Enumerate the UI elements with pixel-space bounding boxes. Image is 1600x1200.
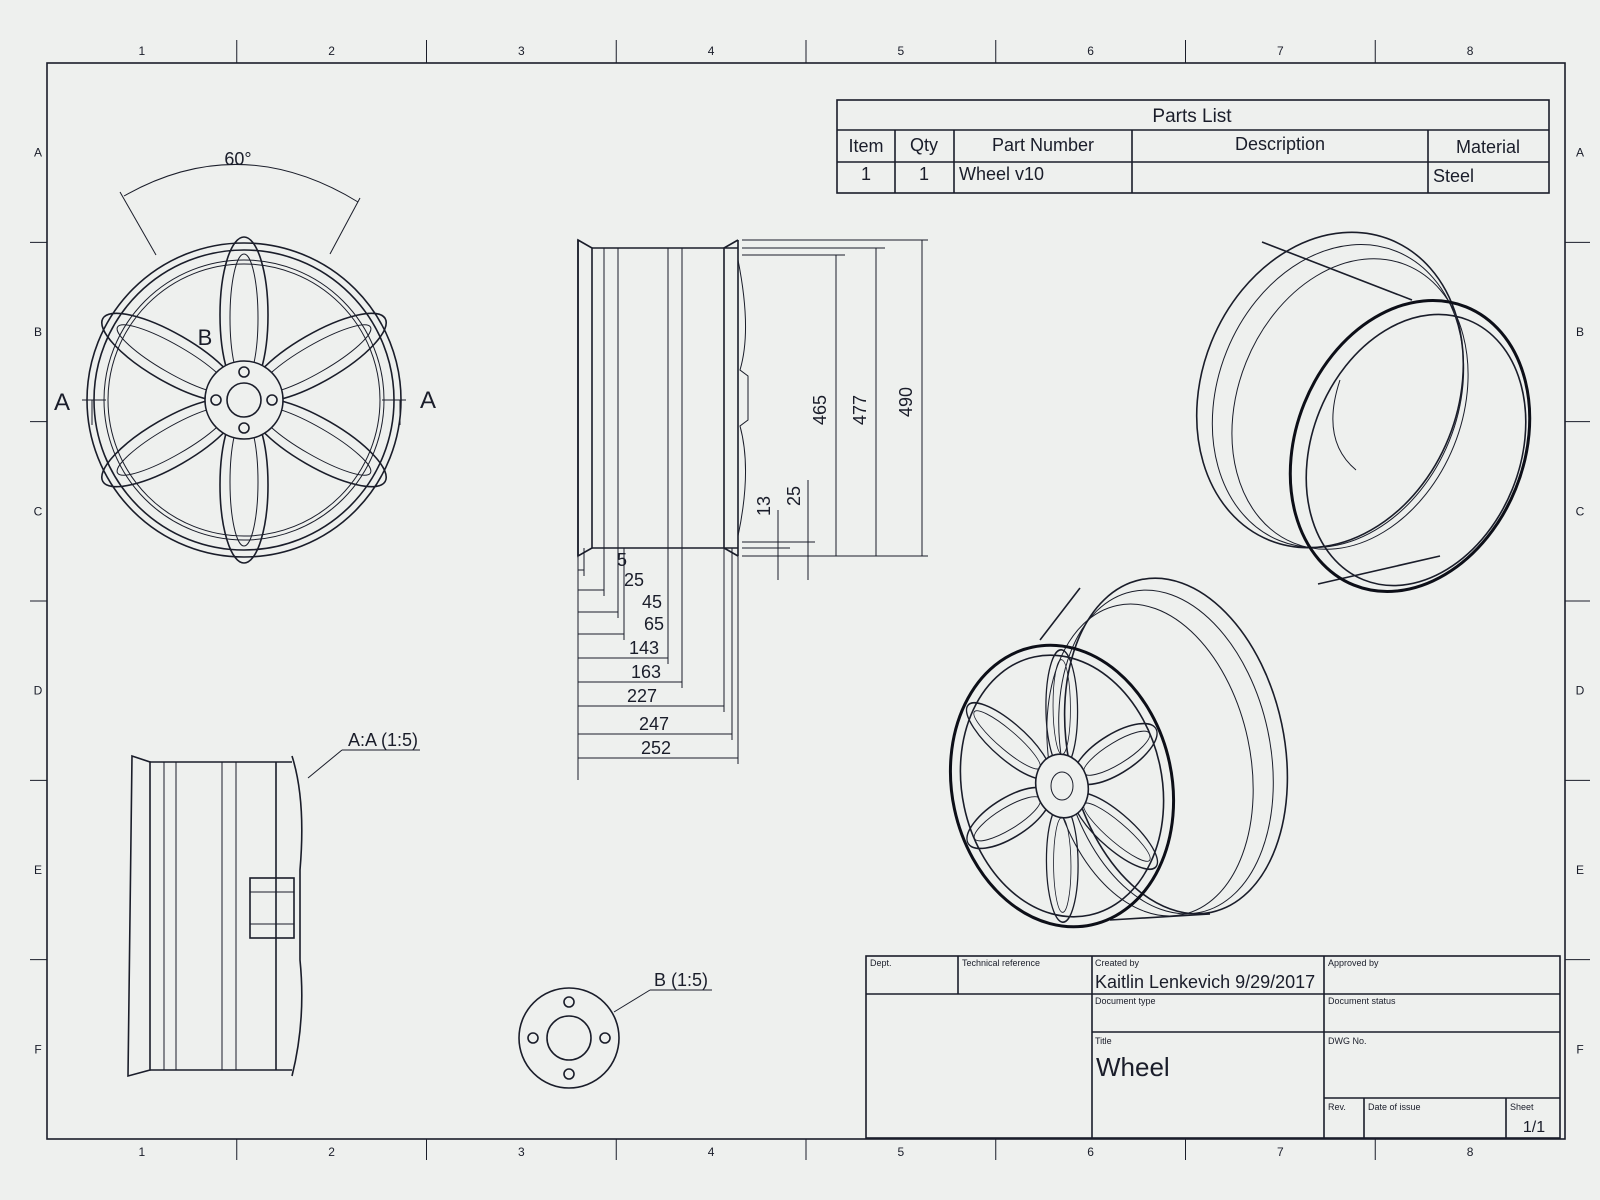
approved-by-label: Approved by: [1328, 958, 1379, 968]
title-value: Wheel: [1096, 1052, 1170, 1082]
dim-h-25: 25: [624, 570, 644, 590]
zone-col-top-8: 8: [1467, 44, 1474, 58]
title-block: Dept. Technical reference Created by Kai…: [865, 955, 1561, 1139]
parts-list-header-item: Item: [848, 136, 883, 156]
dept-label: Dept.: [870, 958, 892, 968]
zone-row-left-C: C: [34, 504, 43, 518]
zone-row-right-A: A: [1576, 146, 1584, 160]
dim-13: 13: [754, 496, 774, 516]
title-label: Title: [1095, 1036, 1112, 1046]
dim-h-163: 163: [631, 662, 661, 682]
dim-h-227: 227: [627, 686, 657, 706]
dim-490: 490: [896, 387, 916, 417]
sheet-value: 1/1: [1523, 1119, 1545, 1136]
zone-col-top-2: 2: [328, 44, 335, 58]
parts-list-title: Parts List: [1152, 106, 1232, 127]
zone-col-top-1: 1: [139, 44, 146, 58]
zone-col-top-7: 7: [1277, 44, 1284, 58]
rev-label: Rev.: [1328, 1102, 1346, 1112]
section-label-right: A: [420, 387, 436, 414]
dwg-no-label: DWG No.: [1328, 1036, 1367, 1046]
zone-row-right-E: E: [1576, 863, 1584, 877]
zone-row-left-A: A: [34, 146, 42, 160]
parts-list: Parts List Item Qty Part Number Descript…: [836, 99, 1550, 194]
date-of-issue-label: Date of issue: [1368, 1102, 1421, 1112]
parts-list-cell-qty: 1: [919, 164, 929, 184]
section-view-a-a: A:A (1:5): [127, 730, 420, 1078]
parts-list-cell-material: Steel: [1433, 166, 1474, 186]
zone-row-left-F: F: [34, 1042, 41, 1056]
zone-col-top-4: 4: [708, 44, 715, 58]
detail-view-b: B (1:5): [518, 970, 712, 1089]
zone-row-right-B: B: [1576, 325, 1584, 339]
zone-col-bottom-8: 8: [1467, 1145, 1474, 1159]
front-view: 60° A A B: [54, 149, 436, 564]
iso-wheel-spoke: [1045, 648, 1079, 770]
zone-col-bottom-5: 5: [898, 1145, 905, 1159]
zone-row-left-E: E: [34, 863, 42, 877]
parts-list-header-qty: Qty: [910, 135, 938, 155]
zone-col-top-5: 5: [898, 44, 905, 58]
zone-col-bottom-4: 4: [708, 1145, 715, 1159]
drawing-border: [30, 40, 1590, 1160]
sheet-label: Sheet: [1510, 1102, 1534, 1112]
dim-h-143: 143: [629, 638, 659, 658]
zone-col-bottom-7: 7: [1277, 1145, 1284, 1159]
parts-list-header-material: Material: [1456, 137, 1520, 157]
zone-row-left-D: D: [34, 684, 43, 698]
zone-col-bottom-6: 6: [1087, 1145, 1094, 1159]
section-label-left: A: [54, 389, 70, 416]
zone-col-bottom-3: 3: [518, 1145, 525, 1159]
parts-list-header-description: Description: [1235, 134, 1325, 154]
section-view-label: A:A (1:5): [348, 730, 418, 750]
zone-row-left-B: B: [34, 325, 42, 339]
created-by-label: Created by: [1095, 958, 1140, 968]
tech-ref-label: Technical reference: [962, 958, 1040, 968]
dim-h-247: 247: [639, 714, 669, 734]
document-type-label: Document type: [1095, 996, 1156, 1006]
zone-row-right-C: C: [1576, 504, 1585, 518]
dim-h-65: 65: [644, 614, 664, 634]
created-by-value: Kaitlin Lenkevich 9/29/2017: [1095, 972, 1315, 992]
detail-b-label: B: [198, 325, 213, 350]
isometric-view-rear: [1195, 231, 1532, 593]
parts-list-header-part-number: Part Number: [992, 135, 1094, 155]
dim-h-45: 45: [642, 592, 662, 612]
detail-view-label: B (1:5): [654, 970, 708, 990]
zone-col-top-6: 6: [1087, 44, 1094, 58]
iso-wheel-spoke: [1045, 802, 1079, 924]
dim-465: 465: [810, 395, 830, 425]
dim-477: 477: [850, 395, 870, 425]
isometric-view-front: [948, 577, 1289, 929]
zone-row-right-D: D: [1576, 684, 1585, 698]
dim-h-252: 252: [641, 738, 671, 758]
zone-col-top-3: 3: [518, 44, 525, 58]
document-status-label: Document status: [1328, 996, 1396, 1006]
parts-list-cell-item: 1: [861, 164, 871, 184]
dim-h-5: 5: [617, 550, 627, 570]
zone-col-bottom-2: 2: [328, 1145, 335, 1159]
zone-col-bottom-1: 1: [139, 1145, 146, 1159]
parts-list-cell-part-number: Wheel v10: [959, 164, 1044, 184]
dim-25: 25: [784, 486, 804, 506]
zone-row-right-F: F: [1576, 1042, 1583, 1056]
angle-label: 60°: [224, 149, 251, 169]
